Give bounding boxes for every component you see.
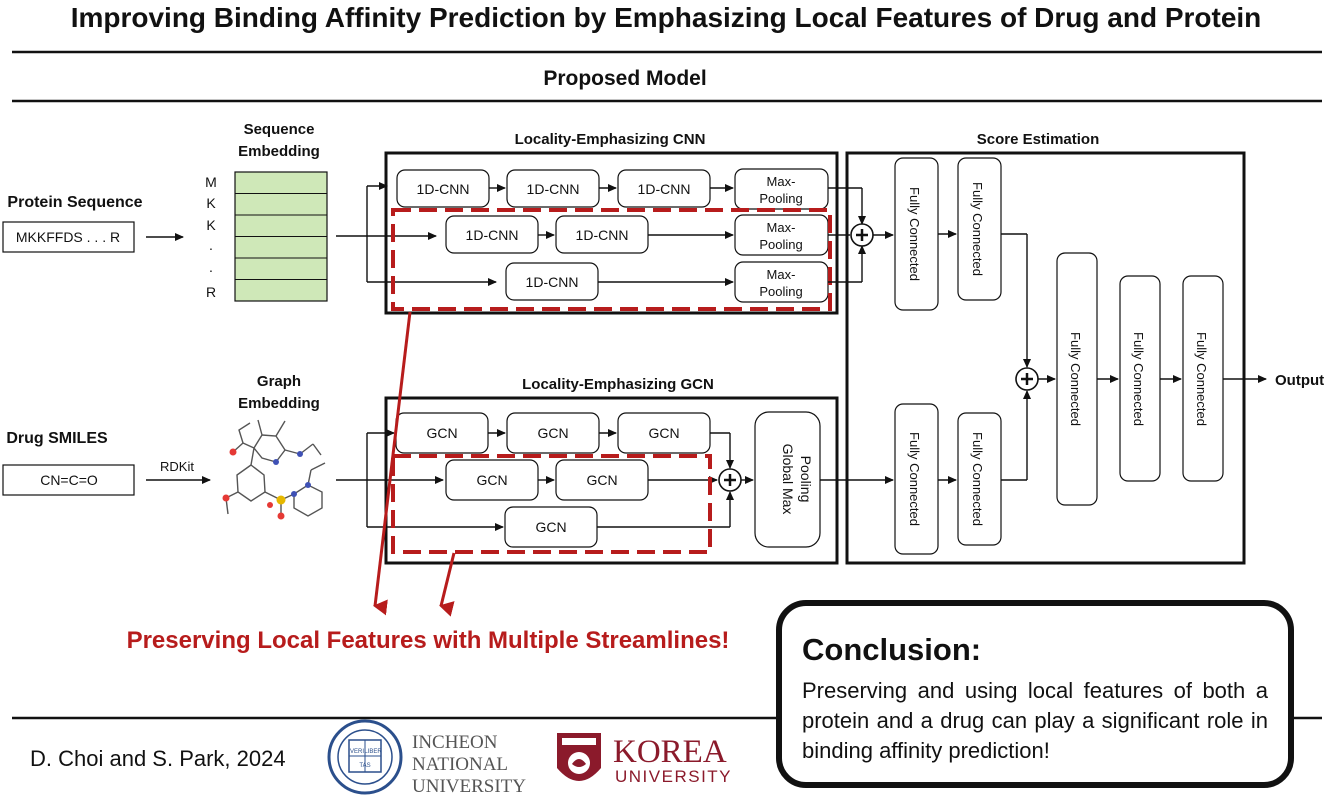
svg-text:GCN: GCN	[476, 472, 507, 488]
svg-text:Fully Connected: Fully Connected	[907, 432, 922, 526]
seq-letter-2: K	[206, 195, 216, 211]
inu-seal-logo: VERI LIBER TAS	[327, 719, 403, 795]
seq-embedding-title-1: Sequence	[244, 121, 315, 138]
gcn-merge-plus-icon	[718, 468, 742, 492]
svg-text:GCN: GCN	[426, 425, 457, 441]
section-title: Proposed Model	[543, 67, 706, 90]
protein-input-box	[2, 221, 135, 253]
cnn-s2-label-1: 1D-CNN	[466, 227, 519, 243]
conclusion-title: Conclusion:	[802, 632, 982, 667]
svg-text:Fully Connected: Fully Connected	[970, 182, 985, 276]
output-label: Output	[1275, 372, 1324, 389]
svg-text:GCN: GCN	[537, 425, 568, 441]
gcn-highlight-box	[391, 454, 712, 554]
svg-text:Max-: Max-	[767, 174, 796, 189]
inu-name-3: UNIVERSITY	[412, 776, 526, 797]
score-block	[845, 151, 1246, 565]
sequence-embedding-grid	[234, 171, 328, 302]
cnn-s3-label-1: 1D-CNN	[526, 274, 579, 290]
fc-drug-1	[894, 403, 939, 555]
svg-text:Pooling: Pooling	[759, 237, 802, 252]
molecule-graph	[225, 419, 326, 517]
seq-letter-3: K	[206, 217, 216, 233]
graph-embedding-title-1: Graph	[257, 373, 301, 390]
korea-university-shield-logo	[557, 733, 601, 781]
seq-letter-4: ·	[209, 240, 214, 256]
svg-text:Fully Connected: Fully Connected	[1131, 332, 1146, 426]
seq-letter-5: ·	[209, 262, 214, 278]
score-block-title: Score Estimation	[977, 131, 1100, 148]
protein-input-text: MKKFFDS . . . R	[16, 229, 120, 245]
cnn-s2-label-2: 1D-CNN	[576, 227, 629, 243]
svg-text:GCN: GCN	[586, 472, 617, 488]
cnn-merge-plus-icon	[850, 223, 874, 247]
graph-embedding-title-2: Embedding	[238, 395, 320, 412]
conclusion-box: Conclusion: Preserving and using local f…	[776, 600, 1294, 788]
highlight-caption: Preserving Local Features with Multiple …	[127, 627, 730, 654]
cnn-block-title: Locality-Emphasizing CNN	[515, 131, 706, 148]
drug-label: Drug SMILES	[6, 430, 108, 447]
gcn-block-title: Locality-Emphasizing GCN	[522, 376, 714, 393]
svg-text:Fully Connected: Fully Connected	[1194, 332, 1209, 426]
svg-text:Max-: Max-	[767, 220, 796, 235]
cnn-s1-maxpool	[734, 168, 829, 210]
inu-name-1: INCHEON	[412, 732, 498, 753]
svg-text:VERI: VERI	[350, 749, 364, 755]
svg-text:Global Max: Global Max	[780, 444, 796, 515]
svg-text:TAS: TAS	[359, 763, 370, 769]
drug-input-text: CN=C=O	[40, 472, 98, 488]
rdkit-label: RDKit	[160, 459, 194, 474]
score-merge-plus-icon	[1015, 367, 1039, 391]
svg-text:Fully Connected: Fully Connected	[907, 187, 922, 281]
svg-text:Pooling: Pooling	[798, 456, 814, 503]
svg-text:Pooling: Pooling	[759, 191, 802, 206]
korea-name-2: UNIVERSITY	[615, 767, 732, 786]
seq-letter-1: M	[205, 174, 217, 190]
svg-text:Fully Connected: Fully Connected	[970, 432, 985, 526]
cnn-highlight-box	[391, 208, 832, 311]
svg-text:Fully Connected: Fully Connected	[1068, 332, 1083, 426]
cnn-s1-label-2: 1D-CNN	[527, 181, 580, 197]
seq-embedding-title-2: Embedding	[238, 143, 320, 160]
conclusion-body: Preserving and using local features of b…	[802, 678, 1268, 763]
svg-text:GCN: GCN	[648, 425, 679, 441]
callout-arrow-cnn	[373, 311, 412, 616]
drug-input-box	[2, 464, 135, 496]
callout-arrow-gcn	[439, 552, 456, 617]
author-credit: D. Choi and S. Park, 2024	[30, 746, 286, 771]
korea-name-1: KOREA	[613, 734, 727, 770]
page-title: Improving Binding Affinity Prediction by…	[71, 2, 1262, 33]
svg-text:GCN: GCN	[535, 519, 566, 535]
svg-text:LIBER: LIBER	[364, 749, 382, 755]
fc-drug-2	[957, 412, 1002, 546]
inu-name-2: NATIONAL	[412, 754, 508, 775]
svg-text:Pooling: Pooling	[759, 284, 802, 299]
fc-protein-2	[957, 157, 1002, 301]
svg-text:Max-: Max-	[767, 267, 796, 282]
cnn-s1-label-1: 1D-CNN	[417, 181, 470, 197]
cnn-block	[384, 151, 839, 315]
protein-label: Protein Sequence	[7, 194, 142, 211]
seq-letter-6: R	[206, 284, 216, 300]
cnn-s1-label-3: 1D-CNN	[638, 181, 691, 197]
